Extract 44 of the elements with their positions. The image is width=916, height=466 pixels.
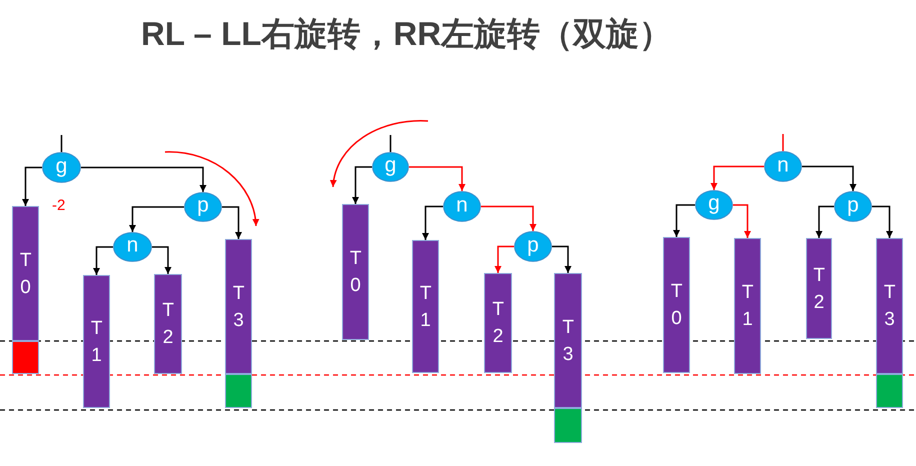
connector-arrow	[81, 166, 206, 192]
connector-line	[390, 135, 392, 152]
tree-node: g	[42, 152, 81, 183]
connector-arrow	[352, 166, 372, 204]
tree-node: n	[443, 191, 481, 222]
connector-arrow	[481, 206, 536, 231]
subtree-bar: T 2	[484, 273, 512, 373]
subtree-bar: T 2	[154, 274, 182, 374]
subtree-bar: T 3	[225, 239, 252, 374]
subtree-bar: T 1	[83, 275, 110, 408]
connector-arrow	[422, 206, 443, 240]
connector-arrow	[129, 206, 184, 232]
connector-arrow	[152, 246, 172, 274]
tree-node: n	[764, 151, 802, 182]
connector-arrow	[733, 204, 751, 238]
subtree-bar: T 3	[876, 238, 903, 374]
connector-line	[782, 134, 784, 151]
slide-title: RL – LL右旋转，RR左旋转（双旋）	[141, 14, 672, 54]
tree-node: g	[372, 152, 409, 182]
tree-node: n	[113, 232, 152, 262]
subtree-bar: T 0	[342, 204, 369, 340]
connector-arrow	[409, 166, 466, 191]
connector-arrow	[710, 166, 764, 190]
tree-node: p	[184, 192, 222, 222]
subtree-bar: T 1	[412, 240, 439, 373]
connector-arrow	[22, 166, 42, 206]
connector-arrow	[494, 246, 514, 273]
connector-arrow	[222, 206, 242, 239]
connector-arrow	[552, 246, 572, 273]
subtree-bar: T 3	[554, 273, 582, 408]
tree-node: g	[695, 190, 733, 220]
tree-node: p	[514, 231, 552, 262]
subtree-bar: T 0	[663, 237, 690, 373]
subtree-bar: T 1	[734, 238, 761, 374]
connector-arrow	[93, 246, 113, 275]
subtree-bar: T 2	[806, 238, 832, 339]
connector-line	[60, 135, 62, 152]
balance-factor-label: -2	[52, 198, 66, 214]
tree-node: p	[834, 191, 872, 222]
connector-arrow	[816, 206, 834, 238]
connector-arrow	[802, 166, 856, 191]
subtree-bar: T 0	[12, 206, 39, 341]
connector-arrow	[872, 206, 893, 238]
connector-arrow	[673, 204, 695, 237]
